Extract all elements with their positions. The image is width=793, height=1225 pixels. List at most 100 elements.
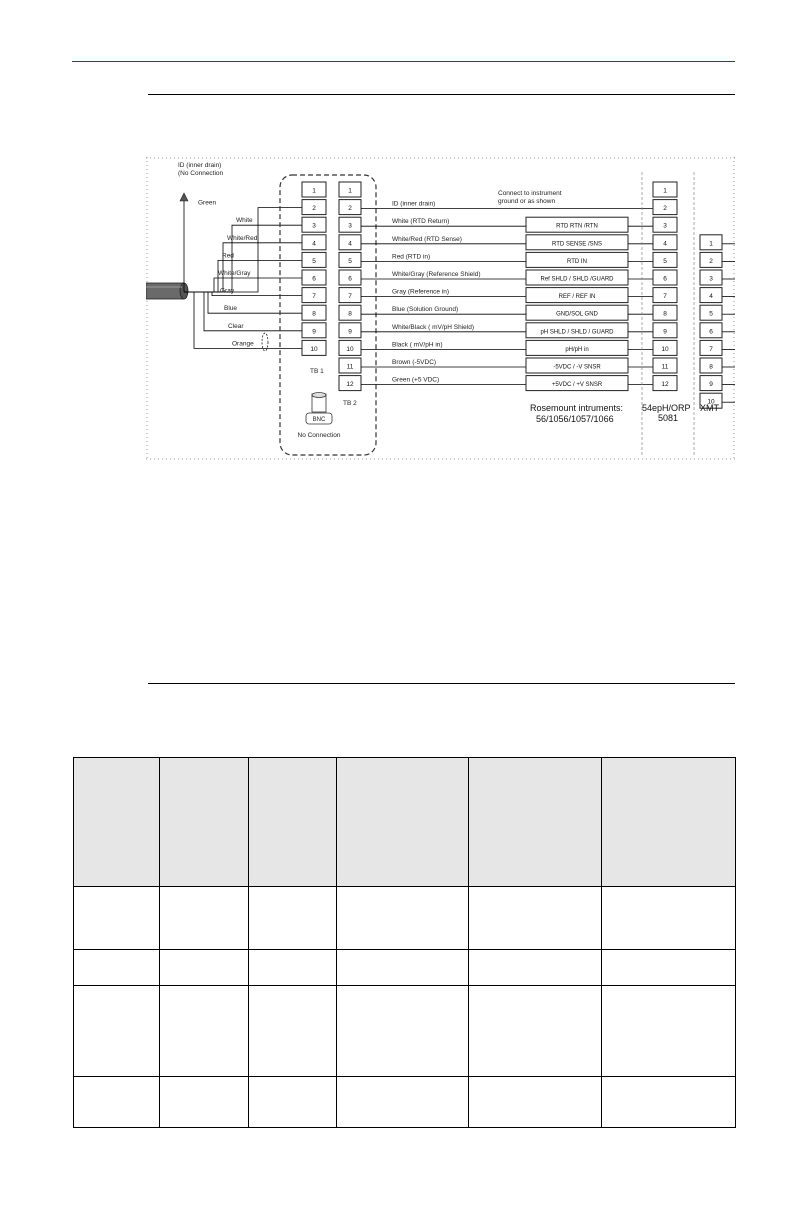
table-cell	[248, 1076, 337, 1128]
table-cell	[336, 985, 469, 1077]
terminal-box	[652, 181, 678, 198]
terminal-box	[301, 322, 327, 339]
terminal-box	[301, 304, 327, 321]
terminal-box	[699, 251, 723, 268]
wire-description: Red (RTD in)	[392, 253, 430, 260]
table-header-row	[73, 757, 736, 887]
terminal-box	[652, 322, 678, 339]
terminal-box	[301, 339, 327, 356]
terminal-number: 2	[348, 205, 352, 212]
terminal-number: 7	[312, 293, 316, 300]
wire-description: White/Gray (Reference Shield)	[392, 271, 481, 278]
terminal-number: 9	[709, 381, 713, 388]
header-rule	[72, 61, 735, 62]
terminal-box	[652, 287, 678, 304]
table-cell	[73, 1076, 160, 1128]
rosemount-terminal-label: +5VDC / +V SNSR	[552, 382, 603, 388]
table-cell	[248, 886, 337, 950]
terminal-number: 9	[348, 328, 352, 335]
rosemount-terminal-label: RTD SENSE /SNS	[552, 241, 602, 247]
table-cell	[159, 985, 249, 1077]
terminal-number: 2	[312, 205, 316, 212]
terminal-number: 10	[310, 346, 318, 353]
wire-line	[184, 291, 302, 349]
terminal-box	[338, 357, 362, 374]
connect-note-2: ground or as shown	[498, 198, 555, 205]
terminal-box	[338, 234, 362, 251]
terminal-number: 3	[312, 223, 316, 230]
terminal-number: 7	[348, 293, 352, 300]
no-connection-label: No Connection	[298, 432, 341, 439]
terminal-box	[652, 375, 678, 392]
terminal-box	[301, 216, 327, 233]
terminal-number: 10	[707, 399, 715, 406]
terminal-box	[699, 322, 723, 339]
xmt-label: XMT	[700, 403, 720, 413]
rosemount-terminal-box	[525, 251, 629, 268]
connect-note-1: Connect to instrument	[498, 190, 562, 197]
wire-description: ID (inner drain)	[392, 201, 435, 208]
table-cell	[468, 1076, 602, 1128]
rosemount-terminal-label: RTD IN	[567, 259, 587, 265]
bnc-label: BNC	[313, 417, 326, 423]
terminal-number: 6	[709, 328, 713, 335]
wire-description: Green (+5 VDC)	[392, 377, 439, 384]
ph-orp-label-1: 54epH/ORP	[642, 403, 691, 413]
wire-color-label: White/Red	[227, 235, 258, 242]
terminal-number: 9	[312, 328, 316, 335]
table-cell	[336, 1076, 469, 1128]
table-cell	[336, 949, 469, 986]
terminal-number: 10	[661, 346, 669, 353]
table-cell	[248, 985, 337, 1077]
table-cell	[601, 1076, 736, 1128]
terminal-box	[652, 251, 678, 268]
terminal-number: 12	[346, 381, 354, 388]
shield-loop-icon	[261, 332, 269, 352]
ph-orp-label-2: 5081	[658, 413, 678, 423]
wiring-table	[73, 757, 736, 1128]
terminal-number: 1	[663, 188, 667, 195]
figure-bottom-rule	[148, 683, 735, 684]
table-header-cell	[248, 757, 337, 887]
table-header-cell	[601, 757, 736, 887]
wire-description: Black ( mV/pH in)	[392, 341, 443, 348]
terminal-number: 6	[348, 276, 352, 283]
terminal-box	[338, 269, 362, 286]
table-cell	[468, 886, 602, 950]
terminal-number: 8	[709, 364, 713, 371]
wire-color-label: White/Gray	[218, 270, 251, 277]
rosemount-label-1: Rosemount intruments:	[530, 403, 623, 413]
left-wires	[184, 207, 302, 349]
rosemount-terminal-label: -5VDC / -V SNSR	[553, 365, 601, 371]
tb2-label: TB 2	[343, 400, 357, 407]
terminal-number: 3	[663, 223, 667, 230]
terminal-number: 5	[709, 311, 713, 318]
terminal-number: 1	[312, 188, 316, 195]
wire-color-label: Green	[198, 200, 216, 207]
terminal-box	[652, 234, 678, 251]
wire-description: Blue (Solution Ground)	[392, 306, 458, 313]
terminal-box	[338, 251, 362, 268]
table-header-cell	[336, 757, 469, 887]
table-header-cell	[468, 757, 602, 887]
wire-description: Brown (-5VDC)	[392, 359, 436, 366]
terminal-number: 11	[662, 364, 669, 371]
table-cell	[159, 886, 249, 950]
terminal-number: 5	[348, 258, 352, 265]
wire-description: White/Red (RTD Sense)	[392, 236, 462, 243]
table-cell	[159, 949, 249, 986]
rosemount-terminal-box	[525, 322, 629, 339]
table-header-cell	[159, 757, 249, 887]
terminal-box	[699, 375, 723, 392]
terminal-number: 4	[663, 240, 667, 247]
table-cell	[601, 985, 736, 1077]
table-row	[73, 886, 736, 950]
wire-descriptions: ID (inner drain)White (RTD Return)White/…	[392, 201, 481, 384]
terminal-box	[652, 199, 678, 216]
terminal-box	[699, 392, 723, 409]
terminal-box	[699, 234, 723, 251]
terminal-number: 6	[312, 276, 316, 283]
rosemount-terminal-box	[525, 375, 629, 392]
terminal-number: 5	[663, 258, 667, 265]
